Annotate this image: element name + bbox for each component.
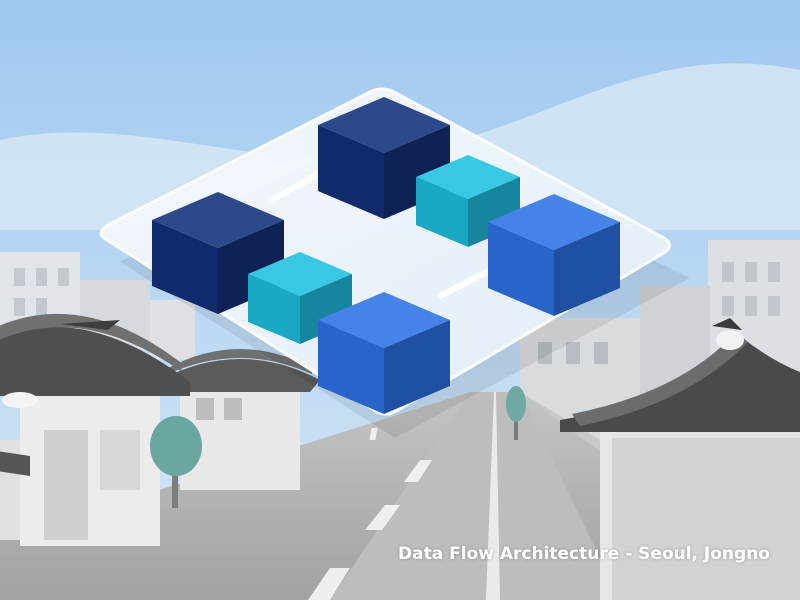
caption: Data Flow Architecture - Seoul, Jongno [398,544,770,564]
left-hanok [0,314,320,546]
tree-right [506,386,526,440]
nodes [152,97,620,414]
node-bottom [318,292,450,414]
node-top-left-face [318,125,384,219]
node-mid-left [248,252,352,344]
node-left [152,192,284,314]
node-right-right-face [554,222,620,316]
node-right-left-face [488,222,554,316]
right-hanok [560,318,800,600]
node-left-left-face [152,220,218,314]
platform [99,87,671,416]
node-right [488,194,620,316]
node-bottom-right-face [384,320,450,414]
node-mid-left-left-face [248,274,300,344]
node-bottom-left-face [318,320,384,414]
node-mid-right-left-face [416,177,468,247]
